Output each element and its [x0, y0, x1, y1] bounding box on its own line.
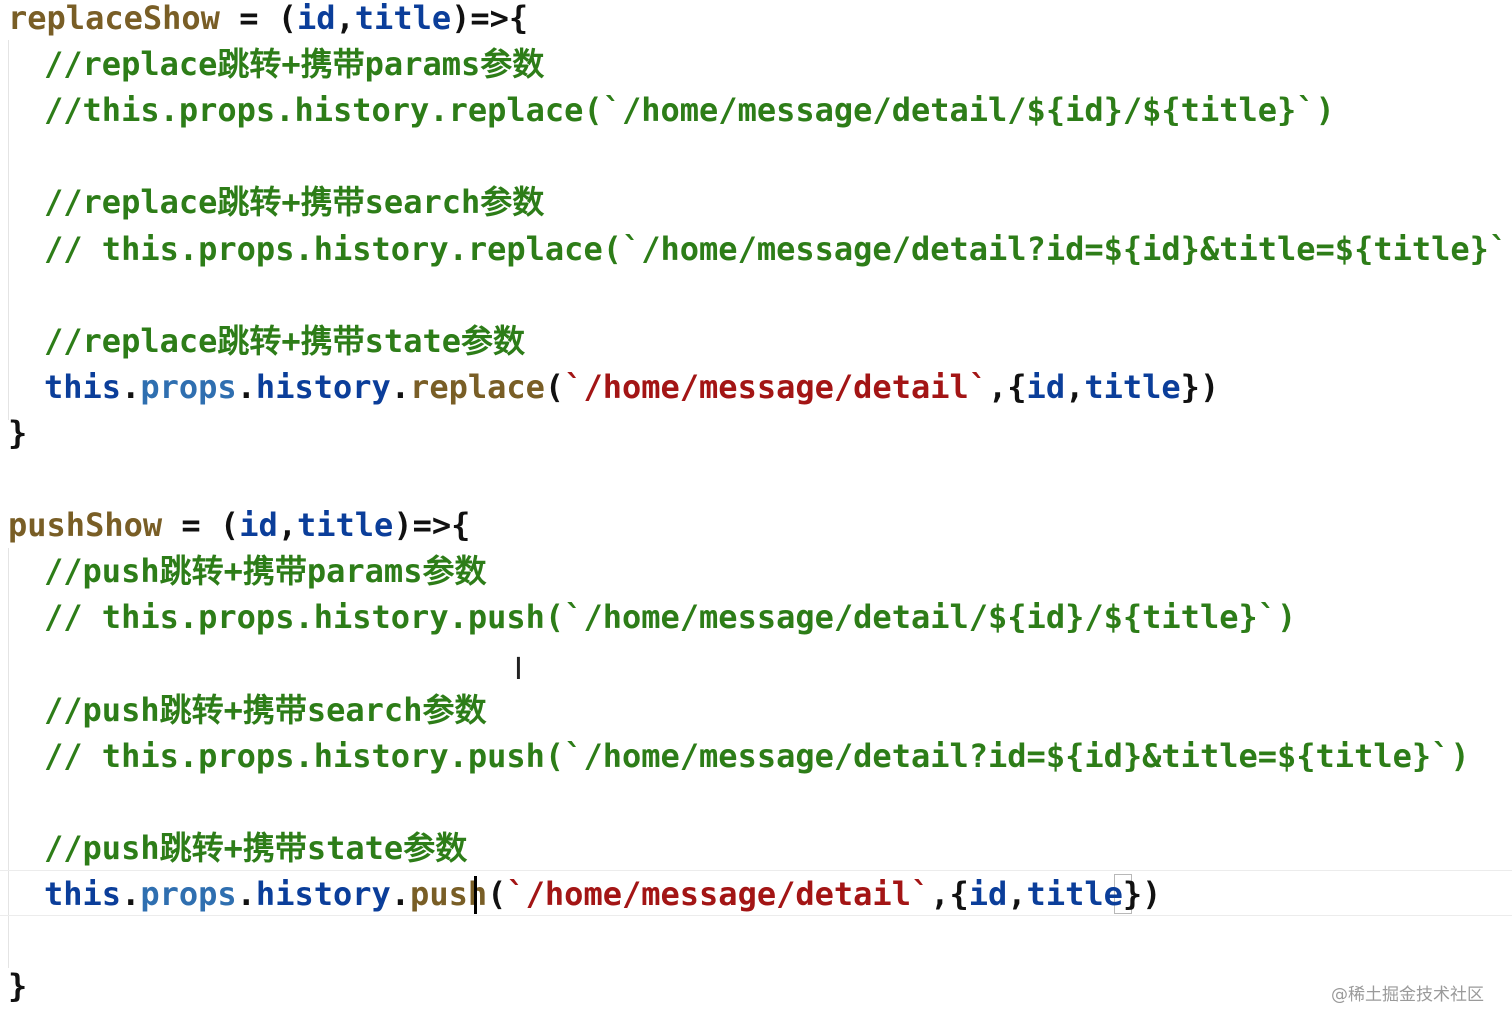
code-token: } [8, 413, 28, 452]
code-line[interactable]: //push跳转+携带params参数 [44, 548, 486, 594]
code-token: //this.props.history.replace(`/home/mess… [44, 91, 1335, 130]
code-token: props [140, 367, 237, 406]
code-token: replaceShow [8, 0, 220, 37]
code-token: , [335, 0, 355, 37]
code-line[interactable]: //push跳转+携带search参数 [44, 687, 486, 733]
code-line[interactable]: // this.props.history.push(`/home/messag… [44, 594, 1296, 640]
code-token: //replace跳转+携带search参数 [44, 183, 545, 222]
code-token: //push跳转+携带params参数 [44, 552, 487, 591]
code-token: title [1084, 367, 1181, 406]
code-token: = [162, 506, 220, 545]
code-token: //replace跳转+携带state参数 [44, 321, 525, 360]
code-token: )=>{ [451, 0, 529, 37]
code-token: }) [1122, 874, 1162, 913]
code-line[interactable]: this.props.history.push(`/home/message/d… [44, 871, 1161, 917]
code-token: ,{ [930, 874, 969, 913]
code-token: } [8, 967, 28, 1006]
code-token: , [277, 506, 297, 545]
code-token: )=>{ [393, 506, 471, 545]
code-token: replace [410, 367, 545, 406]
indent-guide [8, 40, 9, 420]
code-line[interactable]: } [8, 410, 27, 456]
code-line[interactable]: // this.props.history.replace(`/home/mes… [44, 226, 1512, 272]
indent-guide [8, 548, 9, 968]
i-beam-cursor-icon: I [514, 652, 523, 687]
code-token: , [1007, 874, 1027, 913]
code-token: = [219, 0, 278, 37]
code-line[interactable]: //replace跳转+携带state参数 [44, 318, 525, 364]
code-token: `/home/message/detail` [506, 874, 931, 913]
code-token: ( [219, 506, 240, 545]
code-token: ( [544, 367, 565, 406]
code-line[interactable]: pushShow = (id,title)=>{ [8, 502, 470, 548]
code-line[interactable]: this.props.history.replace(`/home/messag… [44, 364, 1219, 410]
code-token: //replace跳转+携带params参数 [44, 45, 545, 84]
code-token: title [296, 506, 394, 545]
watermark: @稀土掘金技术社区 [1331, 985, 1484, 1005]
code-token: // this.props.history.replace(`/home/mes… [44, 229, 1512, 268]
code-token: id [239, 506, 278, 545]
code-token: }) [1180, 367, 1220, 406]
code-token: ( [277, 0, 297, 37]
code-token: ( [487, 874, 507, 913]
code-line[interactable]: // this.props.history.push(`/home/messag… [44, 733, 1470, 779]
code-token: id [968, 874, 1008, 913]
code-token: // this.props.history.push(`/home/messag… [44, 736, 1470, 775]
code-token: id [296, 0, 336, 37]
code-token: ,{ [988, 367, 1027, 406]
code-token: title [1026, 874, 1123, 913]
code-token: . [121, 874, 141, 913]
code-token: . [236, 874, 256, 913]
current-line-highlight [0, 870, 1512, 916]
code-token: history [255, 874, 391, 913]
code-token: . [390, 874, 411, 913]
code-line[interactable]: //push跳转+携带state参数 [44, 825, 467, 871]
code-line[interactable]: } [8, 963, 27, 1009]
code-token: title [354, 0, 452, 37]
code-token: `/home/message/detail` [564, 367, 989, 406]
code-line[interactable]: //replace跳转+携带search参数 [44, 179, 544, 225]
code-line[interactable]: //this.props.history.replace(`/home/mess… [44, 87, 1335, 133]
code-token: , [1065, 367, 1085, 406]
code-token: . [121, 367, 141, 406]
code-token: // this.props.history.push(`/home/messag… [44, 598, 1297, 637]
code-token: . [236, 367, 256, 406]
code-token: history [255, 367, 391, 406]
code-line[interactable]: replaceShow = (id,title)=>{ [8, 0, 528, 41]
code-token: id [1026, 367, 1066, 406]
code-token: //push跳转+携带state参数 [44, 828, 468, 867]
code-token: this [44, 874, 122, 913]
code-line[interactable]: //replace跳转+携带params参数 [44, 41, 544, 87]
bracket-match-highlight [1114, 874, 1132, 914]
code-token: props [140, 874, 237, 913]
code-token: //push跳转+携带search参数 [44, 690, 487, 729]
code-token: pushShow [8, 506, 163, 545]
code-token: this [44, 367, 122, 406]
text-caret [474, 876, 477, 914]
code-token: . [390, 367, 411, 406]
